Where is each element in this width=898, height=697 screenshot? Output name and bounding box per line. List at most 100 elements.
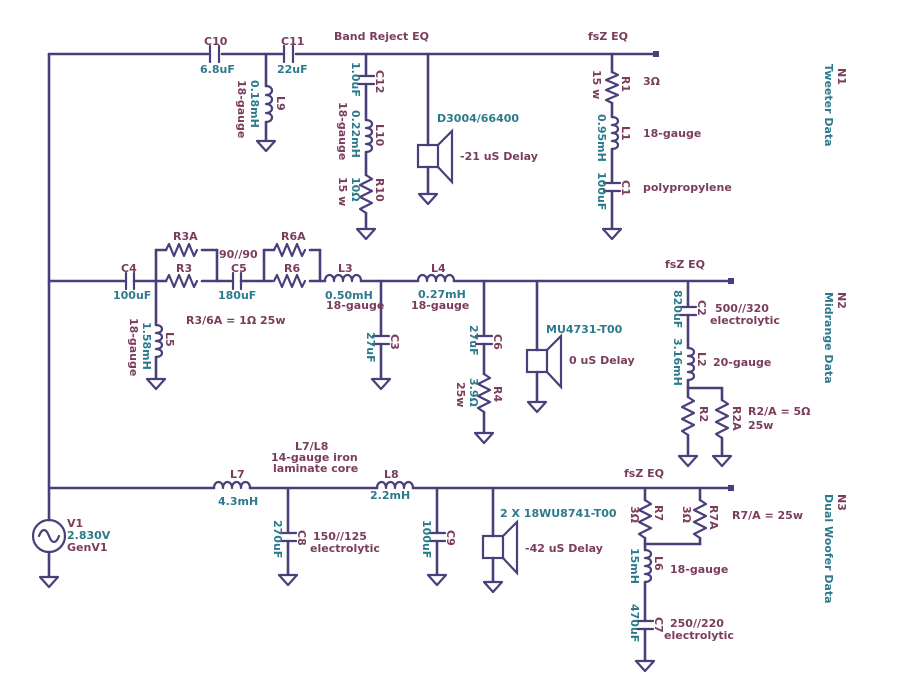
l7-name: L7 — [230, 468, 245, 481]
resistor-r10[interactable] — [358, 173, 374, 215]
r7a-name: R7A — [707, 505, 720, 530]
l7l8-title: L7/L8 — [295, 440, 328, 453]
resistor-r2[interactable] — [680, 395, 696, 437]
resistor-r6a[interactable] — [272, 242, 307, 258]
ground-symbol — [417, 192, 439, 206]
c4-name: C4 — [121, 262, 137, 275]
c7-value: 470uF — [628, 604, 641, 642]
resistor-r7a[interactable] — [692, 498, 708, 540]
l5-name: L5 — [163, 332, 176, 347]
c5-ratio: 90//90 — [219, 248, 258, 261]
voltage-source-v1[interactable] — [31, 518, 67, 554]
inductor-l8[interactable] — [375, 480, 415, 490]
inductor-l6[interactable] — [643, 548, 653, 584]
c8-note-2: electrolytic — [310, 542, 380, 555]
inductor-l9[interactable] — [264, 84, 274, 124]
inductor-l1[interactable] — [610, 115, 620, 151]
r7a-value: 3Ω — [680, 506, 693, 524]
c1-value: 100uF — [595, 172, 608, 210]
n2-description: Midrange Data — [822, 292, 835, 384]
r3-6a-note: R3/6A = 1Ω 25w — [186, 314, 286, 327]
resistor-r1[interactable] — [604, 70, 620, 105]
ground-symbol — [634, 659, 656, 673]
c8-note-1: 150//125 — [313, 530, 367, 543]
c7-note-2: electrolytic — [664, 629, 734, 642]
l6-note: 18-gauge — [670, 563, 728, 576]
n3-description: Dual Woofer Data — [822, 494, 835, 604]
n1-terminal[interactable] — [653, 51, 659, 57]
inductor-l10[interactable] — [364, 118, 374, 154]
v1-name: V1 — [67, 517, 83, 530]
ground-symbol — [473, 431, 495, 445]
capacitor-c11[interactable] — [282, 44, 295, 64]
resistor-r7[interactable] — [637, 498, 653, 540]
inductor-l4[interactable] — [416, 273, 456, 283]
c8-value: 270uF — [271, 520, 284, 558]
resistor-r4[interactable] — [476, 372, 492, 414]
r10-name: R10 — [373, 178, 386, 202]
c2-note-2: electrolytic — [710, 314, 780, 327]
l10-name: L10 — [373, 124, 386, 147]
woofer-speaker[interactable] — [481, 519, 519, 576]
r3a-name: R3A — [173, 230, 198, 243]
resistor-r2a[interactable] — [714, 398, 730, 440]
l9-name: L9 — [274, 96, 287, 111]
l2-value: 3.16mH — [671, 338, 684, 386]
l3-name: L3 — [338, 262, 353, 275]
fsz-eq-n1-label: fsZ EQ — [588, 30, 628, 43]
r6-name: R6 — [284, 262, 300, 275]
n2-terminal[interactable] — [728, 278, 734, 284]
r3-name: R3 — [176, 262, 192, 275]
n1-description: Tweeter Data — [822, 64, 835, 147]
c3-value: 27uF — [364, 332, 377, 363]
l4-value: 0.27mH — [418, 288, 466, 301]
l8-name: L8 — [384, 468, 399, 481]
l5-note: 18-gauge — [127, 318, 140, 376]
n3-terminal[interactable] — [728, 485, 734, 491]
ground-symbol — [355, 227, 377, 241]
l7l8-line-2: 14-gauge iron — [271, 451, 358, 464]
r7-a-note: R7/A = 25w — [732, 509, 803, 522]
c12-value: 1.0uF — [349, 62, 362, 97]
c11-value: 22uF — [277, 63, 308, 76]
inductor-l3[interactable] — [323, 273, 363, 283]
inductor-l7[interactable] — [212, 480, 252, 490]
l4-note: 18-gauge — [411, 299, 469, 312]
c2-value: 820uF — [671, 290, 684, 328]
l4-name: L4 — [431, 262, 446, 275]
r4-note: 25w — [454, 382, 467, 407]
l1-name: L1 — [619, 126, 632, 141]
ground-symbol — [38, 575, 60, 589]
midrange-speaker[interactable] — [525, 333, 563, 390]
l2-name: L2 — [695, 352, 708, 367]
c10-name: C10 — [204, 35, 228, 48]
c2-note-1: 500//320 — [715, 302, 769, 315]
l6-value: 15mH — [628, 548, 641, 584]
capacitor-c10[interactable] — [208, 44, 221, 64]
l8-value: 2.2mH — [370, 489, 410, 502]
resistor-r3[interactable] — [164, 273, 199, 289]
ground-symbol — [426, 573, 448, 587]
l7-value: 4.3mH — [218, 495, 258, 508]
v1-value: 2.830V — [67, 529, 111, 542]
c4-value: 100uF — [113, 289, 151, 302]
inductor-l2[interactable] — [686, 346, 696, 382]
ground-symbol — [677, 454, 699, 468]
n3-label: N3 — [835, 494, 848, 511]
resistor-r6[interactable] — [272, 273, 307, 289]
tweeter-speaker[interactable] — [416, 128, 454, 185]
r7-value: 3Ω — [628, 506, 641, 524]
ground-symbol — [370, 377, 392, 391]
r10-value: 10Ω — [349, 177, 362, 202]
ground-symbol — [482, 580, 504, 594]
l1-note: 18-gauge — [643, 127, 701, 140]
resistor-r3a[interactable] — [164, 242, 199, 258]
l6-name: L6 — [652, 556, 665, 571]
r2-name: R2 — [697, 406, 710, 422]
inductor-l5[interactable] — [154, 323, 164, 359]
band-reject-label: Band Reject EQ — [334, 30, 429, 43]
c5-value: 180uF — [218, 289, 256, 302]
ground-symbol — [145, 377, 167, 391]
r1-note: 15 w — [590, 70, 603, 99]
